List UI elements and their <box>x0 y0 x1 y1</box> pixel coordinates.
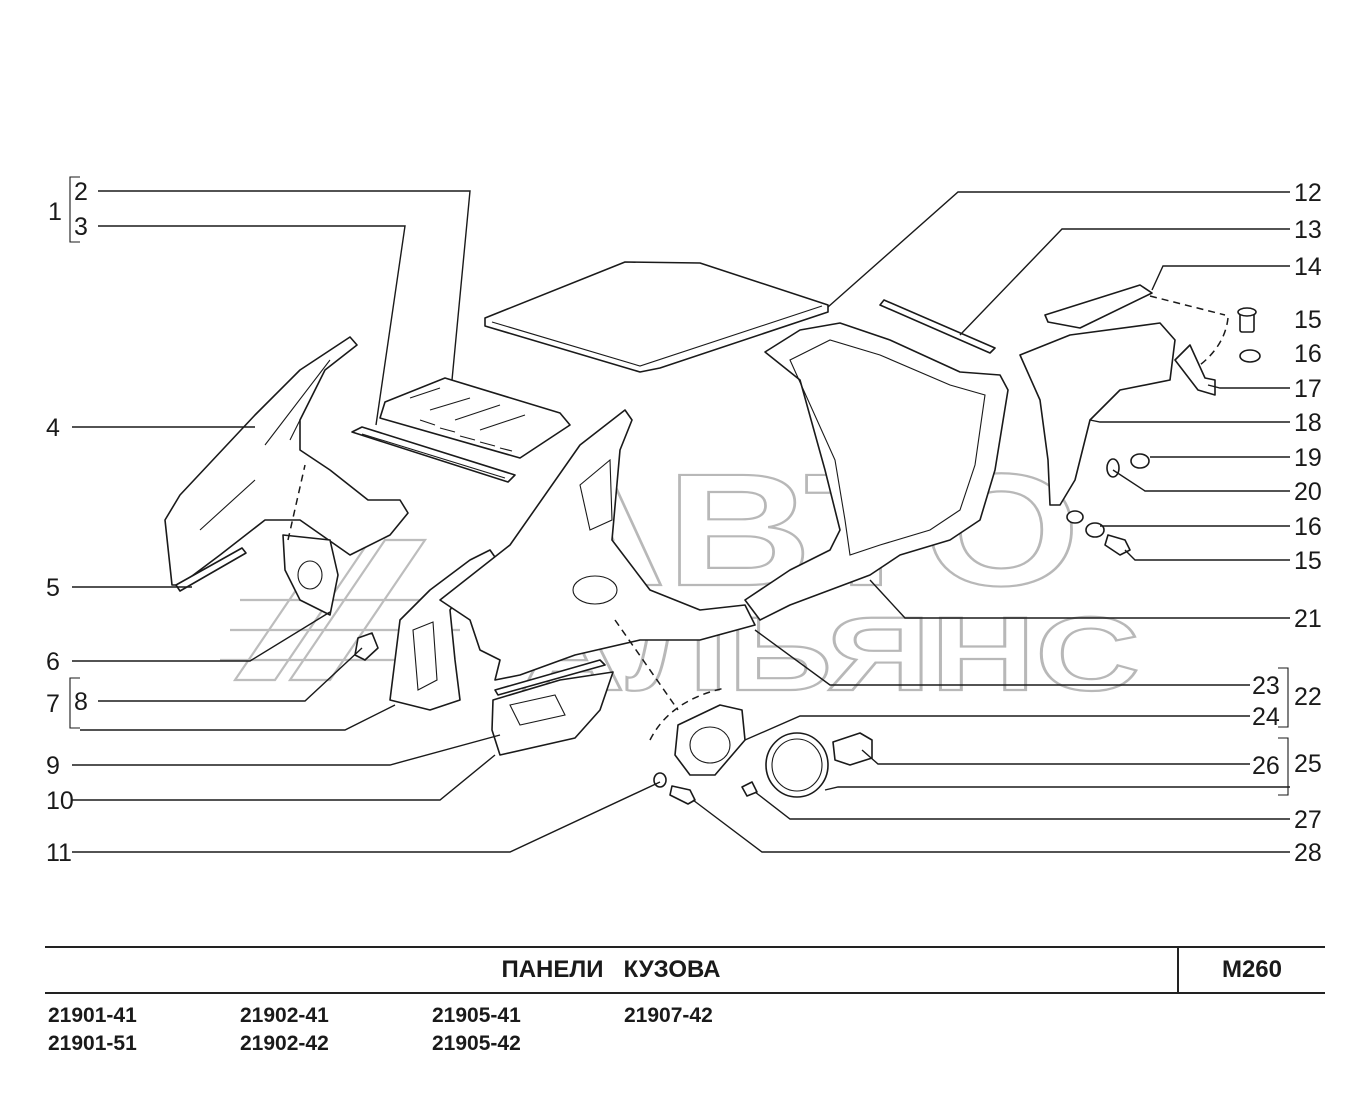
roof-panel <box>484 261 829 373</box>
callout-3: 3 <box>74 213 88 241</box>
callout-14: 14 <box>1294 253 1322 281</box>
model-code: 21905-42 <box>432 1032 521 1055</box>
callout-18: 18 <box>1294 409 1322 437</box>
title-block: ПАНЕЛИ КУЗОВА M260 <box>45 946 1325 994</box>
rear-quarter-inner-panel <box>164 336 409 586</box>
callout-11: 11 <box>46 839 72 867</box>
callout-8: 8 <box>74 688 88 716</box>
model-code: 21902-41 <box>240 1004 329 1027</box>
watermark: АВТО АЛЬЯНС <box>220 439 1141 714</box>
callout-15a: 15 <box>1294 306 1322 334</box>
callout-13: 13 <box>1294 216 1322 244</box>
callout-22: 22 <box>1294 683 1322 711</box>
model-code: 21902-42 <box>240 1032 329 1055</box>
callout-27: 27 <box>1294 806 1322 834</box>
rear-side-body <box>439 409 756 681</box>
fuel-filler-housing <box>674 704 873 798</box>
callout-9: 9 <box>46 752 60 780</box>
callout-17: 17 <box>1294 375 1322 403</box>
callout-20: 20 <box>1294 478 1322 506</box>
callout-16b: 16 <box>1294 513 1322 541</box>
leader-lines <box>72 190 1290 853</box>
callout-2: 2 <box>74 178 88 206</box>
callout-12: 12 <box>1294 179 1322 207</box>
callout-26: 26 <box>1252 752 1280 780</box>
model-code: 21901-51 <box>48 1032 137 1055</box>
callout-25: 25 <box>1294 750 1322 778</box>
callout-24: 24 <box>1252 703 1280 731</box>
wheel-arch-insert <box>282 534 379 661</box>
callout-16a: 16 <box>1294 340 1322 368</box>
rear-shelf-panel <box>351 377 571 483</box>
model-code: 21907-42 <box>624 1004 713 1027</box>
sill-strip <box>175 547 247 592</box>
small-fasteners <box>653 772 758 805</box>
callout-6: 6 <box>46 648 60 676</box>
model-code: 21905-41 <box>432 1004 521 1027</box>
callout-10: 10 <box>46 787 74 815</box>
callout-19: 19 <box>1294 444 1322 472</box>
callout-23: 23 <box>1252 672 1280 700</box>
callout-15b: 15 <box>1294 547 1322 575</box>
model-code: 21901-41 <box>48 1004 137 1027</box>
group-brackets <box>69 176 1289 796</box>
assembly-lines <box>287 295 1229 741</box>
callout-1: 1 <box>48 198 62 226</box>
callout-5: 5 <box>46 574 60 602</box>
callouts: 1 2 3 4 5 6 7 8 9 10 11 12 13 14 15 16 1… <box>46 178 1322 867</box>
body-panels-diagram: АВТО АЛЬЯНС <box>46 176 1322 867</box>
callout-28: 28 <box>1294 839 1322 867</box>
title-divider <box>1177 948 1179 992</box>
side-frame-panel <box>744 322 1009 621</box>
callout-21: 21 <box>1294 605 1322 633</box>
callout-4: 4 <box>46 414 60 442</box>
page-title: ПАНЕЛИ КУЗОВА <box>501 956 721 983</box>
rear-inner-lower-panel <box>491 659 614 756</box>
fender-bracket <box>1044 284 1153 329</box>
callout-7: 7 <box>46 690 60 718</box>
catalog-code: M260 <box>1221 956 1283 983</box>
drip-moulding <box>879 299 996 354</box>
